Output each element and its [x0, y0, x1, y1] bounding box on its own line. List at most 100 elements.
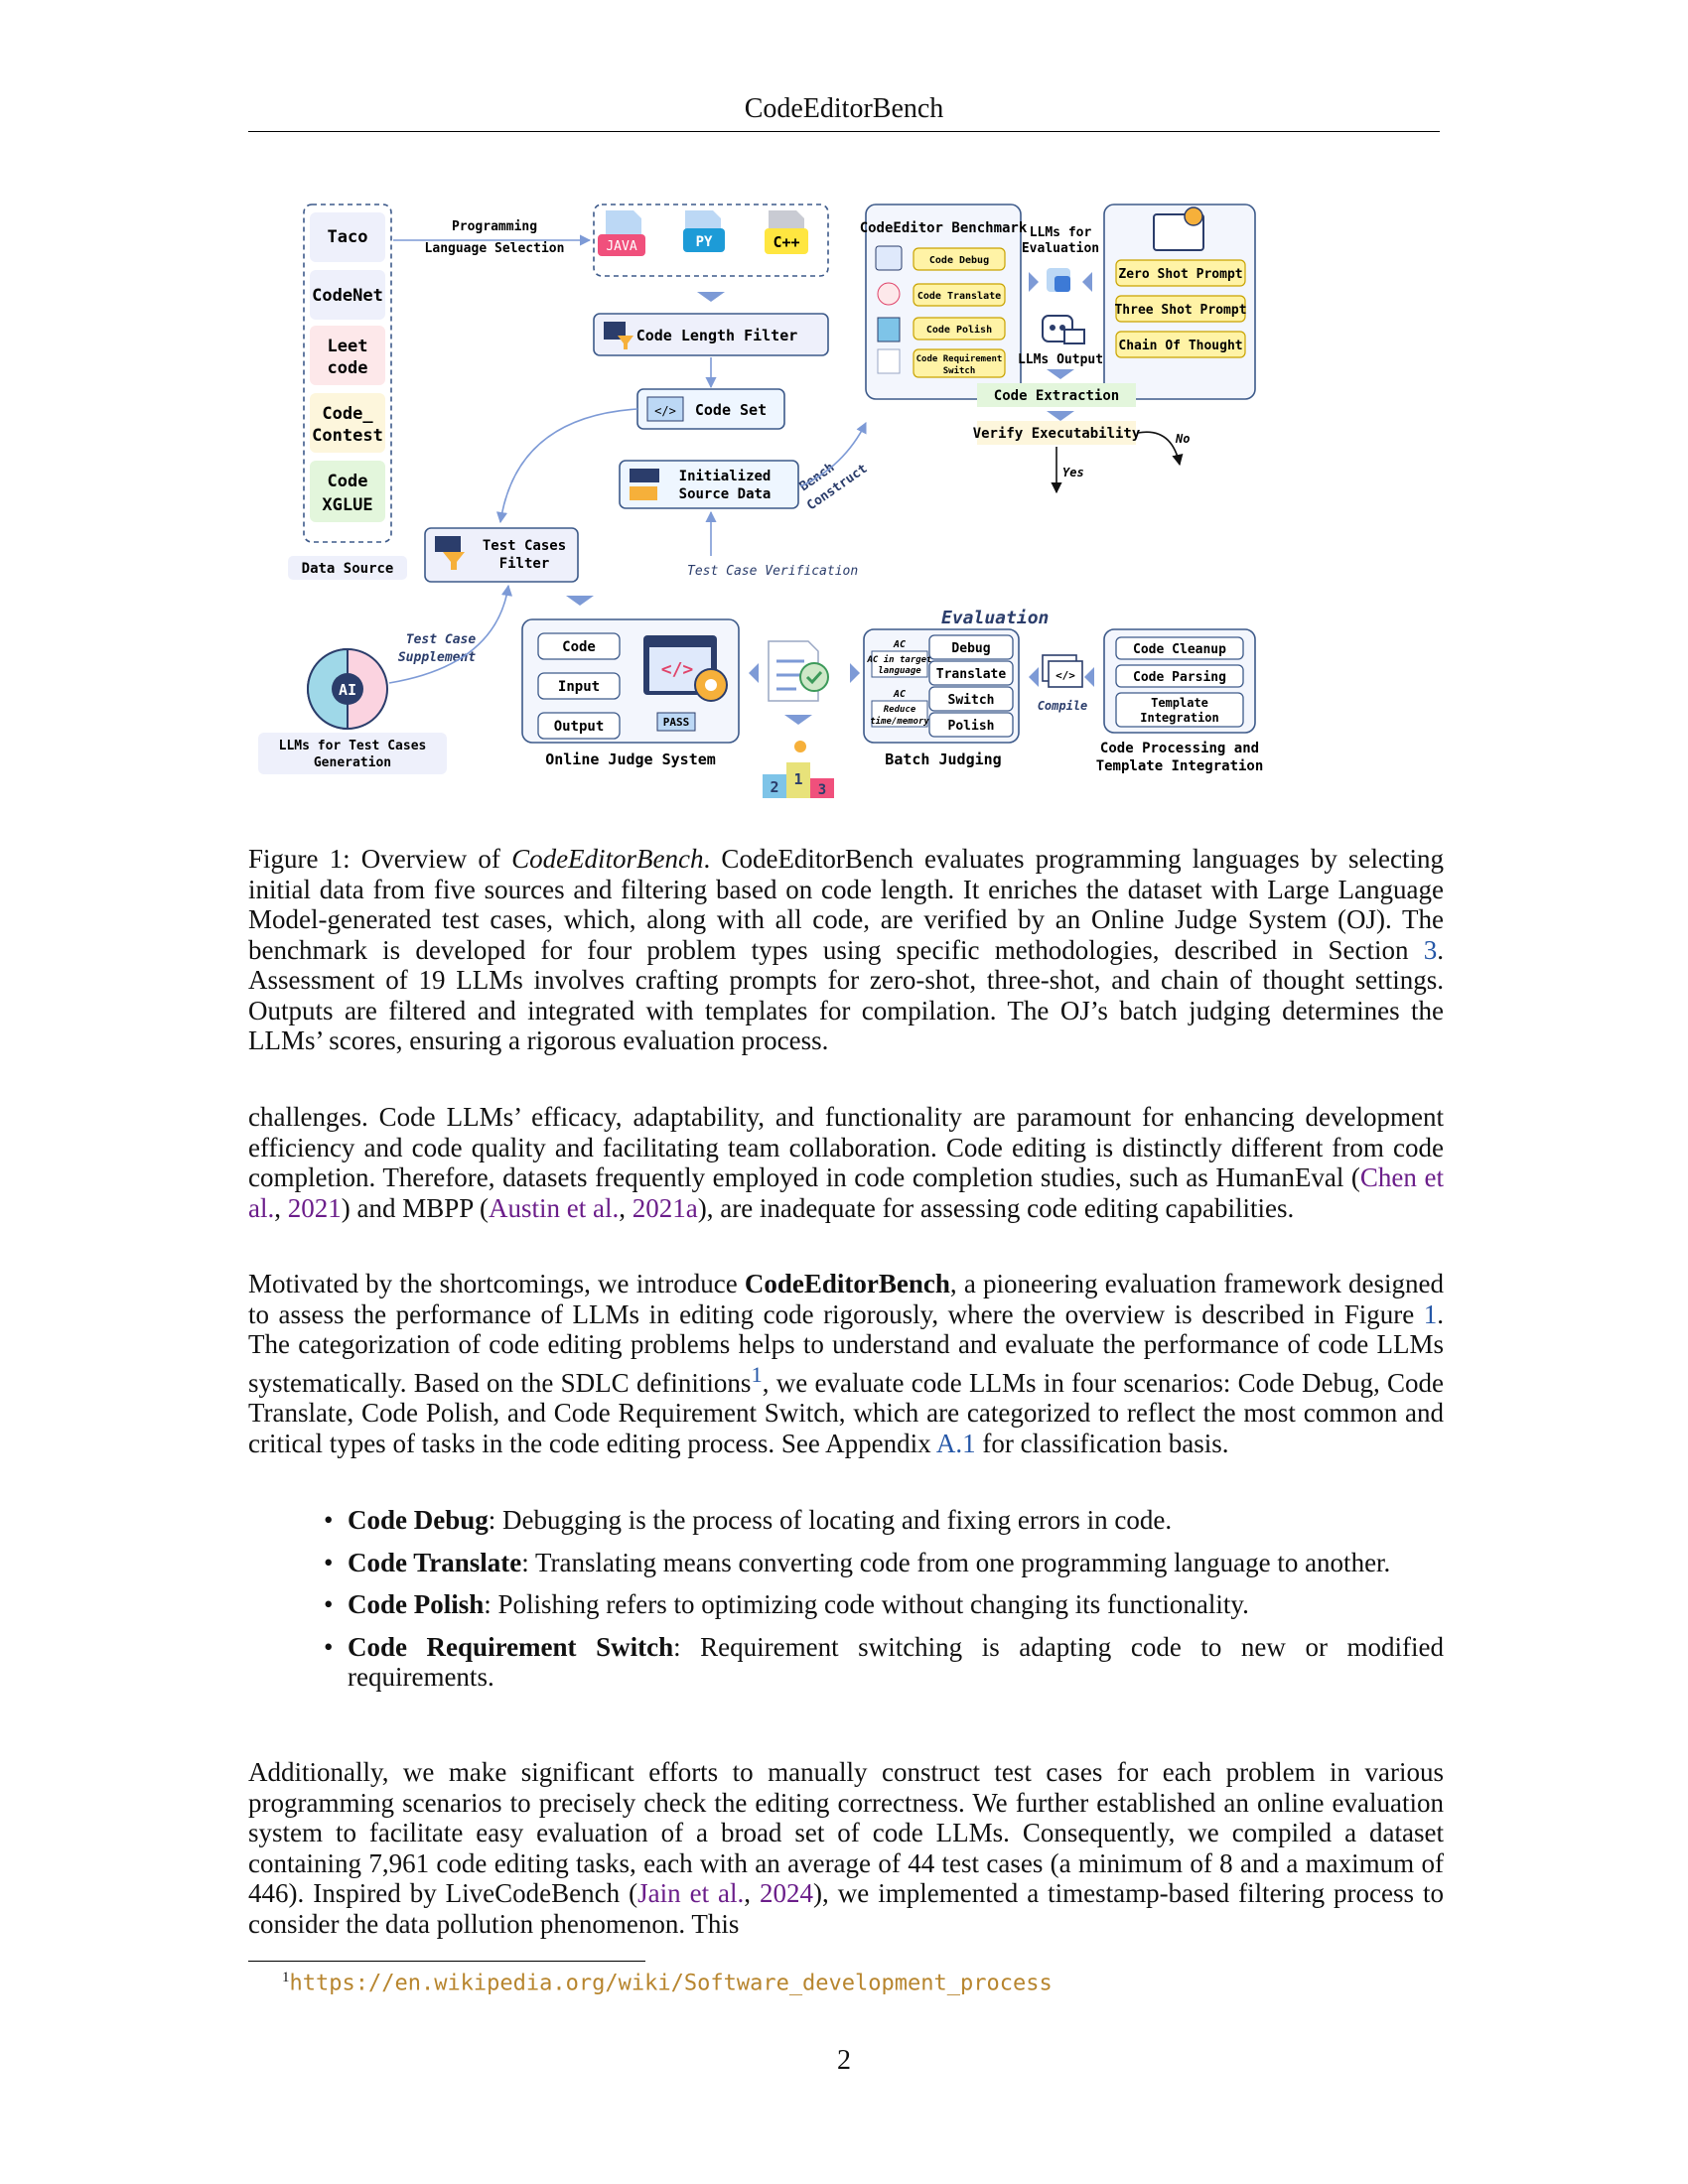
list-item: Code Debug: Debugging is the process of … [248, 1505, 1444, 1536]
source-codenet: CodeNet [312, 286, 383, 306]
bench-construct-label: BenchConstruct [793, 445, 871, 513]
citation-austin-year[interactable]: 2021a [632, 1192, 698, 1223]
appendix-ref-link[interactable]: A.1 [935, 1428, 976, 1458]
lang-cpp: C++ [773, 233, 799, 251]
header-rule [248, 131, 1440, 132]
svg-text:</>: </> [654, 404, 676, 418]
citation-austin[interactable]: Austin et al. [489, 1192, 620, 1223]
svg-text:2: 2 [770, 778, 778, 796]
svg-text:Code Cleanup: Code Cleanup [1133, 642, 1226, 657]
ai-brain-icon: AI [306, 647, 388, 731]
list-item: Code Requirement Switch: Requirement swi… [248, 1632, 1444, 1693]
code-set: </> Code Set [636, 388, 785, 430]
svg-text:PASS: PASS [663, 716, 690, 729]
language-box: JAVA PY C++ [593, 204, 829, 277]
svg-text:Switch: Switch [948, 693, 995, 708]
codeeditor-benchmark: CodeEditor Benchmark Code Debug Code Tra… [860, 204, 1028, 400]
svg-text:Code Length Filter: Code Length Filter [636, 327, 798, 344]
svg-text:Polish: Polish [948, 719, 995, 734]
svg-text:Input: Input [558, 679, 600, 695]
footnote-ref-link[interactable]: 1 [751, 1361, 763, 1387]
list-item: Code Polish: Polishing refers to optimiz… [248, 1589, 1444, 1620]
no-label: No [1175, 432, 1190, 446]
svg-text:Code Polish: Code Polish [926, 324, 992, 336]
svg-text:</>: </> [661, 659, 694, 680]
citation-chen[interactable]: Chen et al. [248, 1162, 1444, 1223]
lang-java: JAVA [606, 239, 636, 254]
compile-icon: </> [1042, 654, 1083, 688]
prompts-panel: Zero Shot Prompt Three Shot Prompt Chain… [1103, 204, 1256, 400]
svg-text:Code Parsing: Code Parsing [1133, 670, 1226, 685]
llms-output-label: LLMs Output [1018, 352, 1103, 367]
svg-text:AI: AI [339, 681, 356, 699]
svg-text:AC: AC [893, 689, 906, 700]
svg-text:Code Set: Code Set [695, 401, 767, 419]
svg-text:AC: AC [893, 639, 906, 650]
code-length-filter: Code Length Filter [593, 313, 829, 356]
robot-icon [1042, 315, 1085, 344]
svg-text:Code Translate: Code Translate [917, 291, 1001, 302]
svg-text:Three Shot Prompt: Three Shot Prompt [1114, 303, 1246, 318]
svg-text:Chain Of Thought: Chain Of Thought [1118, 339, 1242, 353]
figure-ref-link[interactable]: 1 [1423, 1298, 1438, 1329]
svg-text:Code Debug: Code Debug [929, 255, 989, 266]
citation-jain[interactable]: Jain et al. [637, 1878, 745, 1908]
test-case-verification-label: Test Case Verification [687, 564, 858, 579]
citation-jain-year[interactable]: 2024 [760, 1878, 814, 1908]
svg-text:Debug: Debug [951, 641, 990, 656]
paragraph-1: challenges. Code LLMs’ efficacy, adaptab… [248, 1102, 1444, 1223]
yes-label: Yes [1062, 466, 1084, 479]
source-taco: Taco [328, 227, 368, 247]
verify-executability: Verify Executability [973, 426, 1141, 442]
page-number: 2 [837, 2045, 851, 2076]
paragraph-3: Additionally, we make significant effort… [248, 1757, 1445, 1939]
oj-title: Online Judge System [545, 751, 716, 768]
svg-text:Output: Output [554, 719, 605, 735]
batch-judging-title: Batch Judging [885, 751, 1001, 768]
footnote: 1https://en.wikipedia.org/wiki/Software_… [282, 1970, 1053, 1996]
compile-label: Compile [1038, 699, 1088, 713]
paragraph-2: Motivated by the shortcomings, we introd… [248, 1269, 1444, 1458]
section-ref-link[interactable]: 3 [1423, 934, 1438, 965]
svg-text:</>: </> [1055, 669, 1075, 682]
citation-chen-year[interactable]: 2021 [287, 1192, 342, 1223]
code-extraction: Code Extraction [994, 388, 1119, 404]
figure-caption: Figure 1: Overview of CodeEditorBench. C… [248, 844, 1444, 1055]
podium-icon: 2 1 3 [763, 741, 834, 798]
svg-text:Zero Shot Prompt: Zero Shot Prompt [1118, 267, 1242, 282]
running-head: CodeEditorBench [744, 93, 944, 124]
checklist-icon [768, 640, 829, 702]
svg-text:Translate: Translate [936, 667, 1007, 682]
svg-text:Code: Code [562, 639, 596, 655]
scenario-list: Code Debug: Debugging is the process of … [248, 1505, 1444, 1705]
lang-py: PY [696, 234, 713, 250]
data-source-label: Data Source [302, 561, 394, 577]
list-item: Code Translate: Translating means conver… [248, 1548, 1444, 1578]
svg-text:1: 1 [793, 770, 802, 788]
svg-text:3: 3 [818, 782, 826, 798]
svg-text:CodeEditor Benchmark: CodeEditor Benchmark [860, 220, 1028, 236]
source-codecontest: Code_Contest [312, 404, 383, 446]
footnote-url-link[interactable]: https://en.wikipedia.org/wiki/Software_d… [289, 1971, 1053, 1996]
online-judge-system: Code Input Output </> PASS [521, 618, 740, 744]
footnote-rule [248, 1961, 645, 1962]
